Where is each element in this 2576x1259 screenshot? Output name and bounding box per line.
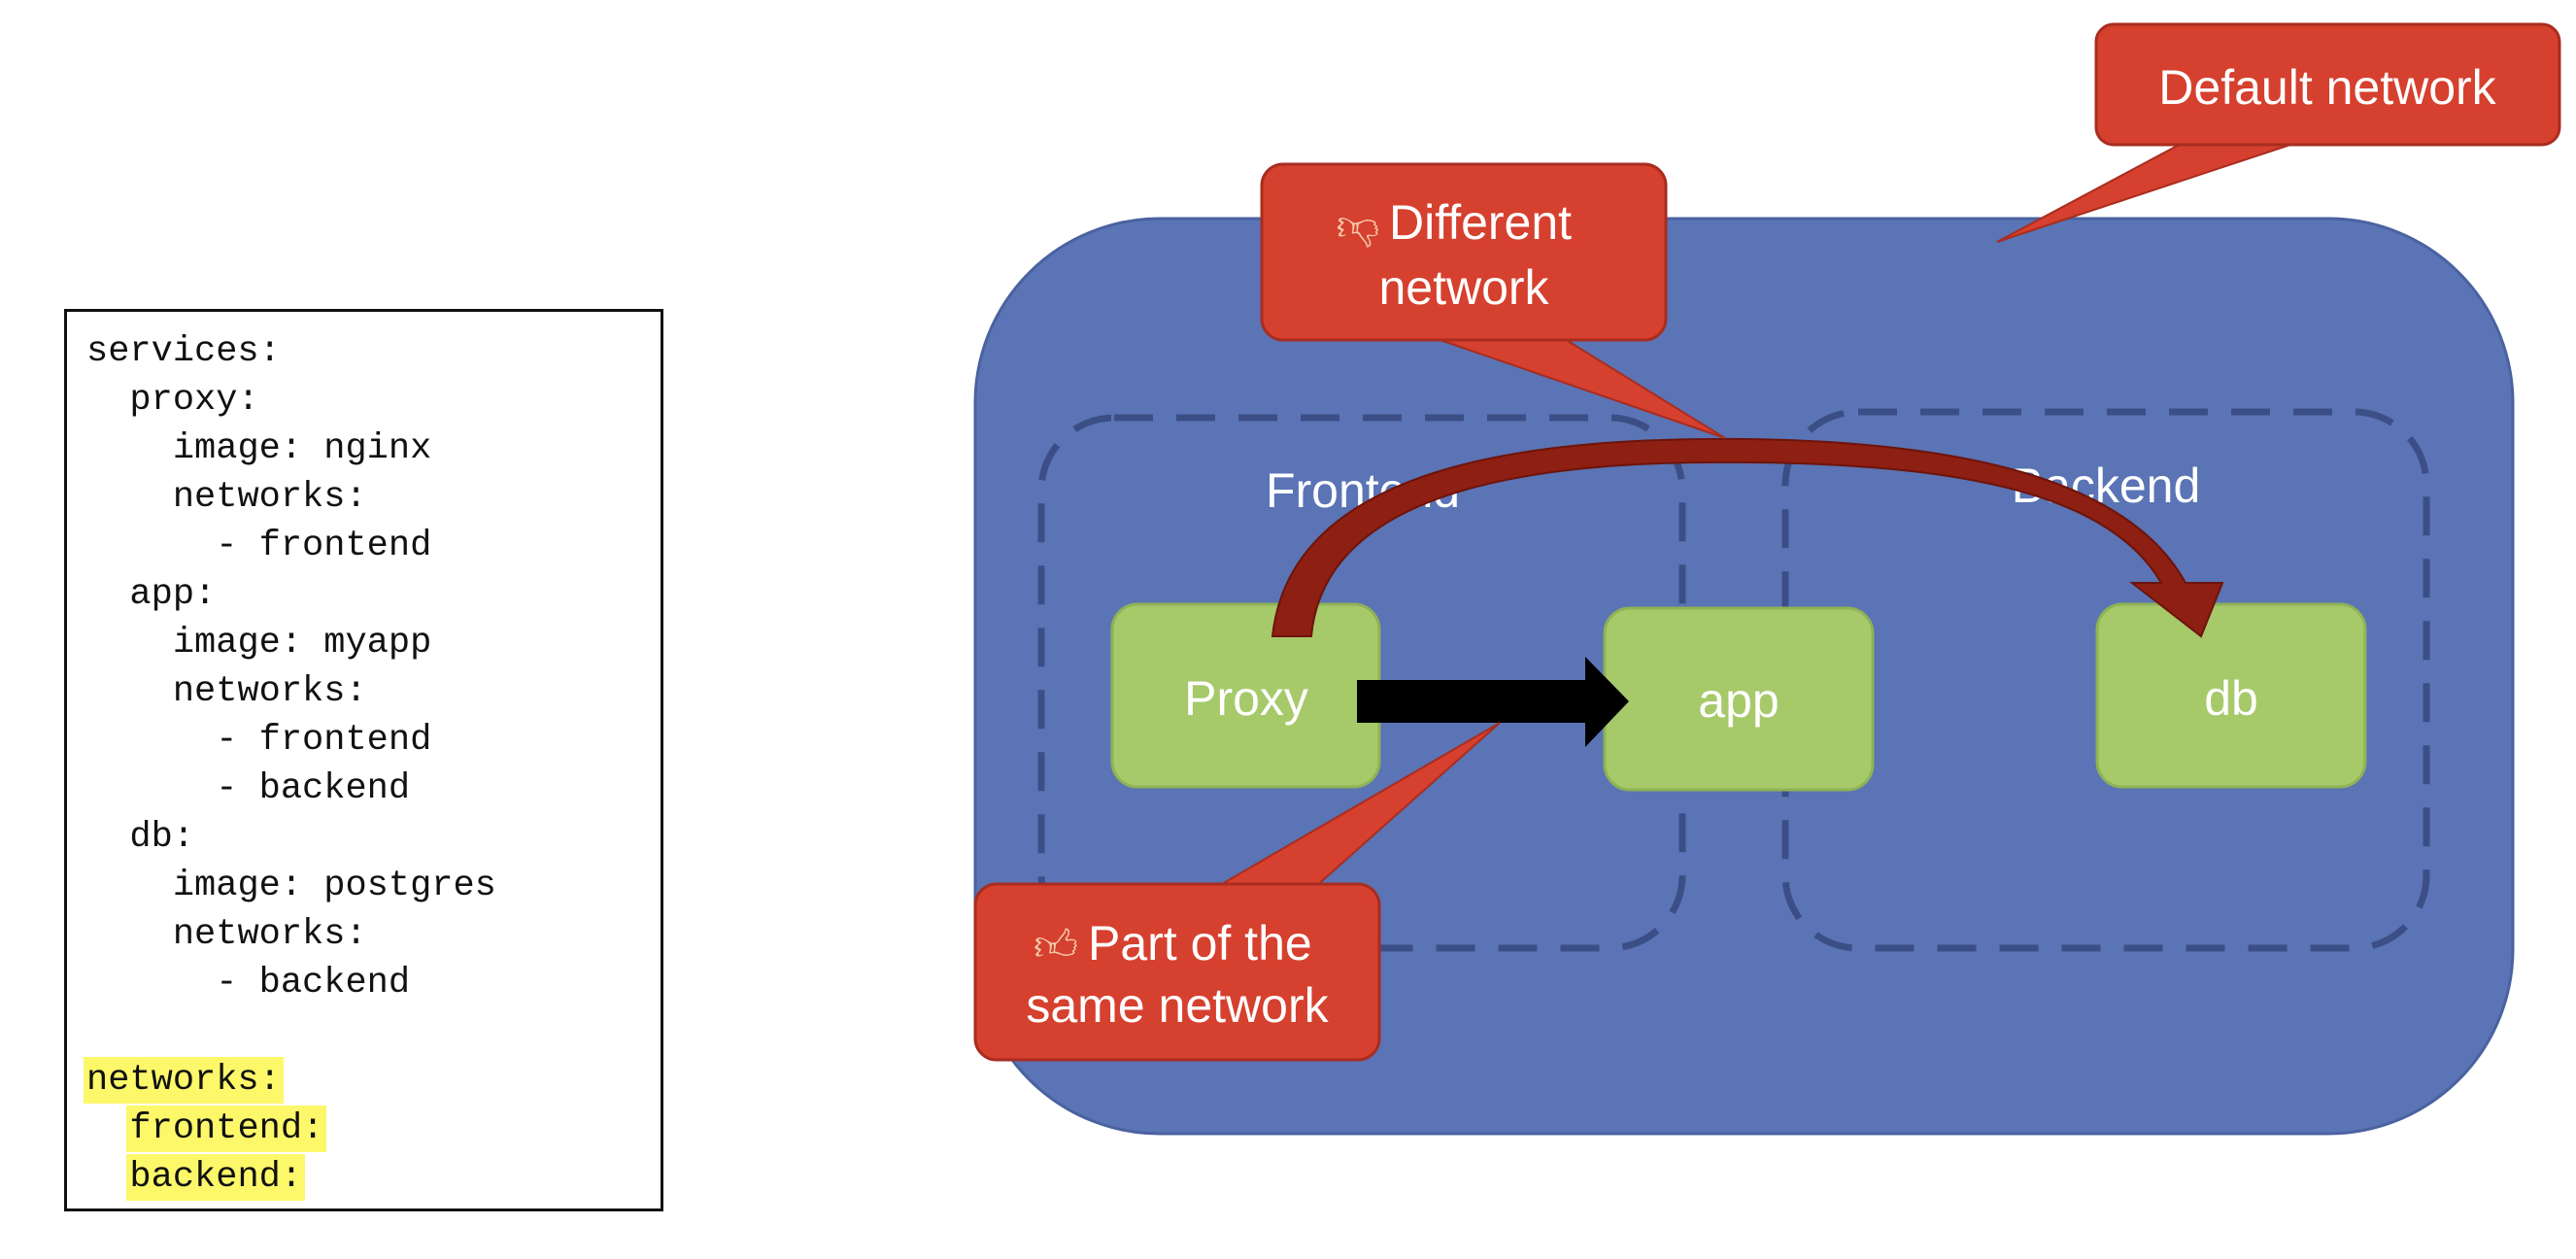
code-line: networks: (86, 1056, 496, 1105)
compose-yaml: services: proxy: image: nginx networks: … (86, 327, 496, 1202)
thumbs-down-icon: 👎︎ (1337, 202, 1380, 250)
code-line: image: nginx (86, 425, 496, 473)
code-line: networks: (86, 667, 496, 716)
code-line: db: (86, 813, 496, 862)
code-line: proxy: (86, 376, 496, 425)
same-network-label-1: Part of the (1088, 916, 1312, 970)
callout-different-network: 👎︎ Different network (1260, 162, 1726, 439)
callout-same-network: 👍︎ Part of the same network (973, 722, 1501, 1062)
code-text: - frontend (216, 526, 432, 566)
code-text: frontend: (129, 1108, 324, 1149)
code-text: backend: (129, 1157, 303, 1198)
code-line: - frontend (86, 716, 496, 765)
code-text: - backend (216, 768, 411, 809)
code-line: services: (86, 327, 496, 376)
proxy-label: Proxy (1184, 671, 1308, 726)
allowed-connection-arrow (1357, 657, 1629, 747)
app-label: app (1698, 673, 1779, 728)
code-line: - backend (86, 959, 496, 1007)
code-line: networks: (86, 473, 496, 522)
db-label: db (2204, 671, 2258, 726)
code-text: networks: (86, 1060, 281, 1101)
code-line: image: myapp (86, 619, 496, 667)
code-text: proxy: (129, 380, 259, 421)
code-text: db: (129, 817, 195, 858)
code-text: image: postgres (172, 866, 496, 906)
code-line: backend: (86, 1153, 496, 1202)
code-line: frontend: (86, 1105, 496, 1153)
code-text: networks: (172, 671, 367, 712)
same-network-label-2: same network (1026, 978, 1329, 1033)
different-network-label-2: network (1378, 260, 1549, 315)
code-text: networks: (172, 914, 367, 955)
service-db (2095, 602, 2367, 789)
code-line: image: postgres (86, 862, 496, 910)
default-network-label: Default network (2158, 60, 2496, 115)
code-text: - frontend (216, 720, 432, 761)
code-text: image: nginx (172, 428, 432, 469)
code-text: networks: (172, 477, 367, 518)
code-line: networks: (86, 910, 496, 959)
code-line: app: (86, 570, 496, 619)
blocked-connection-arrow (1271, 437, 2224, 638)
code-text: app: (129, 574, 217, 615)
code-text: image: myapp (172, 623, 432, 664)
compose-code-box: services: proxy: image: nginx networks: … (64, 309, 663, 1211)
different-network-label-1: Different (1389, 195, 1572, 250)
code-text: services: (86, 331, 281, 372)
code-line: - backend (86, 765, 496, 813)
callout-default-network: Default network (1996, 22, 2561, 243)
thumbs-up-icon: 👍︎ (1034, 922, 1078, 970)
code-text: - backend (216, 963, 411, 1004)
code-line: - frontend (86, 522, 496, 570)
